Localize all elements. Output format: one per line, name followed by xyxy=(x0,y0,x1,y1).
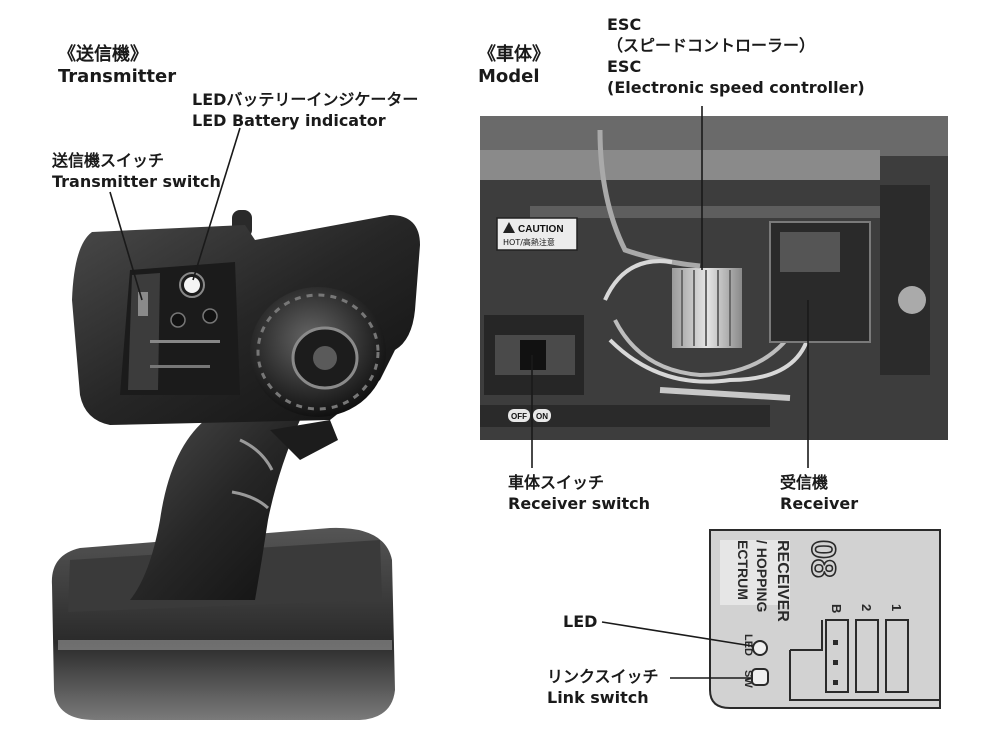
link-switch-button xyxy=(751,668,769,686)
receiver-switch-ja: 車体スイッチ xyxy=(508,473,605,492)
leader-transmitter-switch xyxy=(109,191,143,301)
hopping-print: / HOPPING xyxy=(754,540,770,612)
label-led: LED xyxy=(563,611,597,632)
leader-led xyxy=(601,621,753,647)
label-receiver: 受信機 Receiver xyxy=(780,472,858,514)
transmitter-photo xyxy=(51,210,420,720)
model-heading-en: Model xyxy=(478,66,540,87)
link-switch-en: Link switch xyxy=(547,688,649,707)
led-en: LED xyxy=(563,612,598,631)
receiver-en: Receiver xyxy=(780,494,859,513)
port-2-label: 2 xyxy=(859,604,874,611)
label-transmitter-switch: 送信機スイッチ Transmitter switch xyxy=(52,150,221,192)
leader-led-battery xyxy=(192,127,241,281)
receiver-switch-en: Receiver switch xyxy=(508,494,651,513)
transmitter-switch-en: Transmitter switch xyxy=(52,172,221,191)
link-switch-ja: リンクスイッチ xyxy=(547,667,659,686)
transmitter-heading-en: Transmitter xyxy=(58,66,177,87)
off-text: OFF xyxy=(511,412,527,421)
warning-icon xyxy=(503,222,515,233)
label-receiver-switch: 車体スイッチ Receiver switch xyxy=(508,472,650,514)
caution-text: CAUTION xyxy=(518,224,564,235)
port-b-label: B xyxy=(829,604,844,613)
leader-lines xyxy=(109,106,809,679)
model-heading-ja: 《車体》 xyxy=(478,44,550,65)
led-battery-ja: LEDバッテリーインジケーター xyxy=(192,90,419,109)
label-link-switch: リンクスイッチ Link switch xyxy=(547,666,659,708)
esc-ja-line1: ESC xyxy=(607,15,642,34)
label-led-battery-indicator: LEDバッテリーインジケーター LED Battery indicator xyxy=(192,89,418,131)
receiver-print: RECEIVER xyxy=(774,540,791,622)
spectrum-print: ECTRUM xyxy=(735,540,751,600)
transmitter-switch-ja: 送信機スイッチ xyxy=(52,151,165,170)
caution-sticker xyxy=(496,217,578,251)
hot-warning-text: HOT/高熱注意 xyxy=(503,237,555,247)
model-heading: 《車体》 Model xyxy=(478,44,550,88)
led-battery-en: LED Battery indicator xyxy=(192,111,386,130)
label-esc: ESC （スピードコントローラー） ESC (Electronic speed … xyxy=(607,14,865,98)
receiver-led xyxy=(752,640,768,656)
esc-ja-line2: （スピードコントローラー） xyxy=(607,36,816,55)
model-code-print: 08 xyxy=(804,540,842,578)
receiver-ja: 受信機 xyxy=(780,473,829,492)
on-text: ON xyxy=(536,412,548,421)
transmitter-heading: 《送信機》 Transmitter xyxy=(58,44,176,88)
transmitter-heading-ja: 《送信機》 xyxy=(58,44,148,65)
receiver-closeup: RECEIVER / HOPPING ECTRUM 08 B 2 1 LED S… xyxy=(709,529,941,709)
esc-en-line1: ESC xyxy=(607,57,642,76)
model-photo: CAUTION HOT/高熱注意 OFF ON xyxy=(480,116,948,440)
port-1-label: 1 xyxy=(889,604,904,611)
esc-en-line2: (Electronic speed controller) xyxy=(607,78,865,97)
